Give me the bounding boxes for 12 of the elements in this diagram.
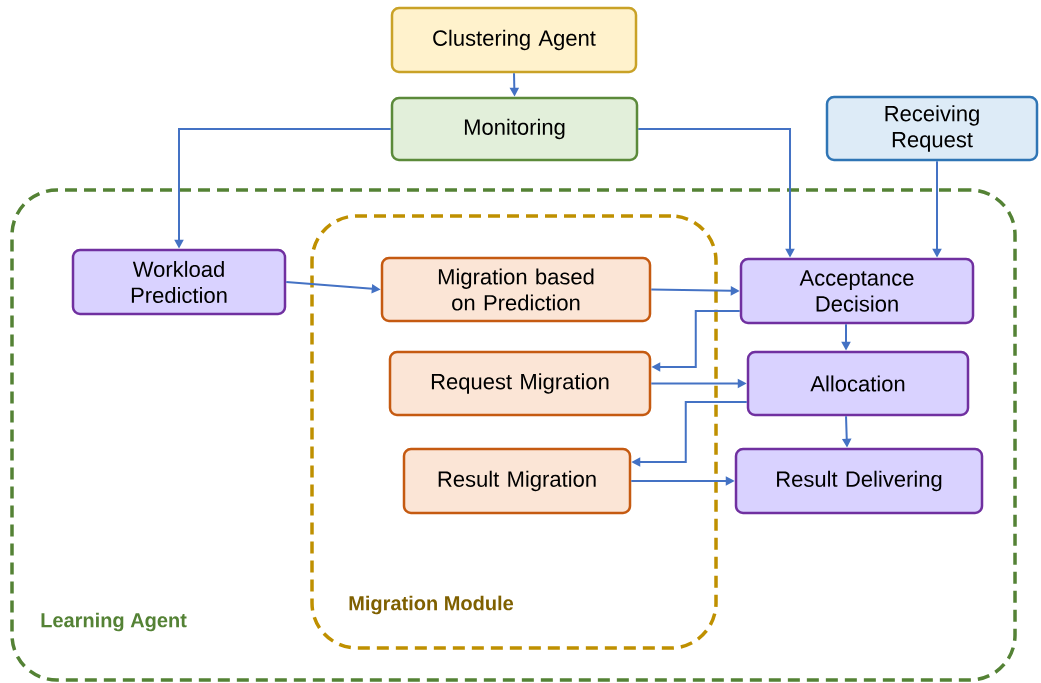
region-label: Learning Agent bbox=[41, 612, 187, 632]
process-box: Allocation bbox=[746, 350, 970, 417]
process-box: Result Migration bbox=[402, 447, 632, 515]
process-box: Clustering Agent bbox=[390, 6, 638, 74]
process-box: Monitoring bbox=[390, 96, 639, 162]
process-box: Receiving Request bbox=[825, 95, 1039, 162]
process-box: Request Migration bbox=[388, 350, 652, 417]
process-box: Migration based on Prediction bbox=[380, 256, 652, 323]
process-box: Workload Prediction bbox=[71, 248, 287, 316]
region-label: Migration Module bbox=[349, 595, 514, 615]
process-box: Acceptance Decision bbox=[739, 257, 975, 325]
process-box: Result Delivering bbox=[734, 447, 984, 515]
